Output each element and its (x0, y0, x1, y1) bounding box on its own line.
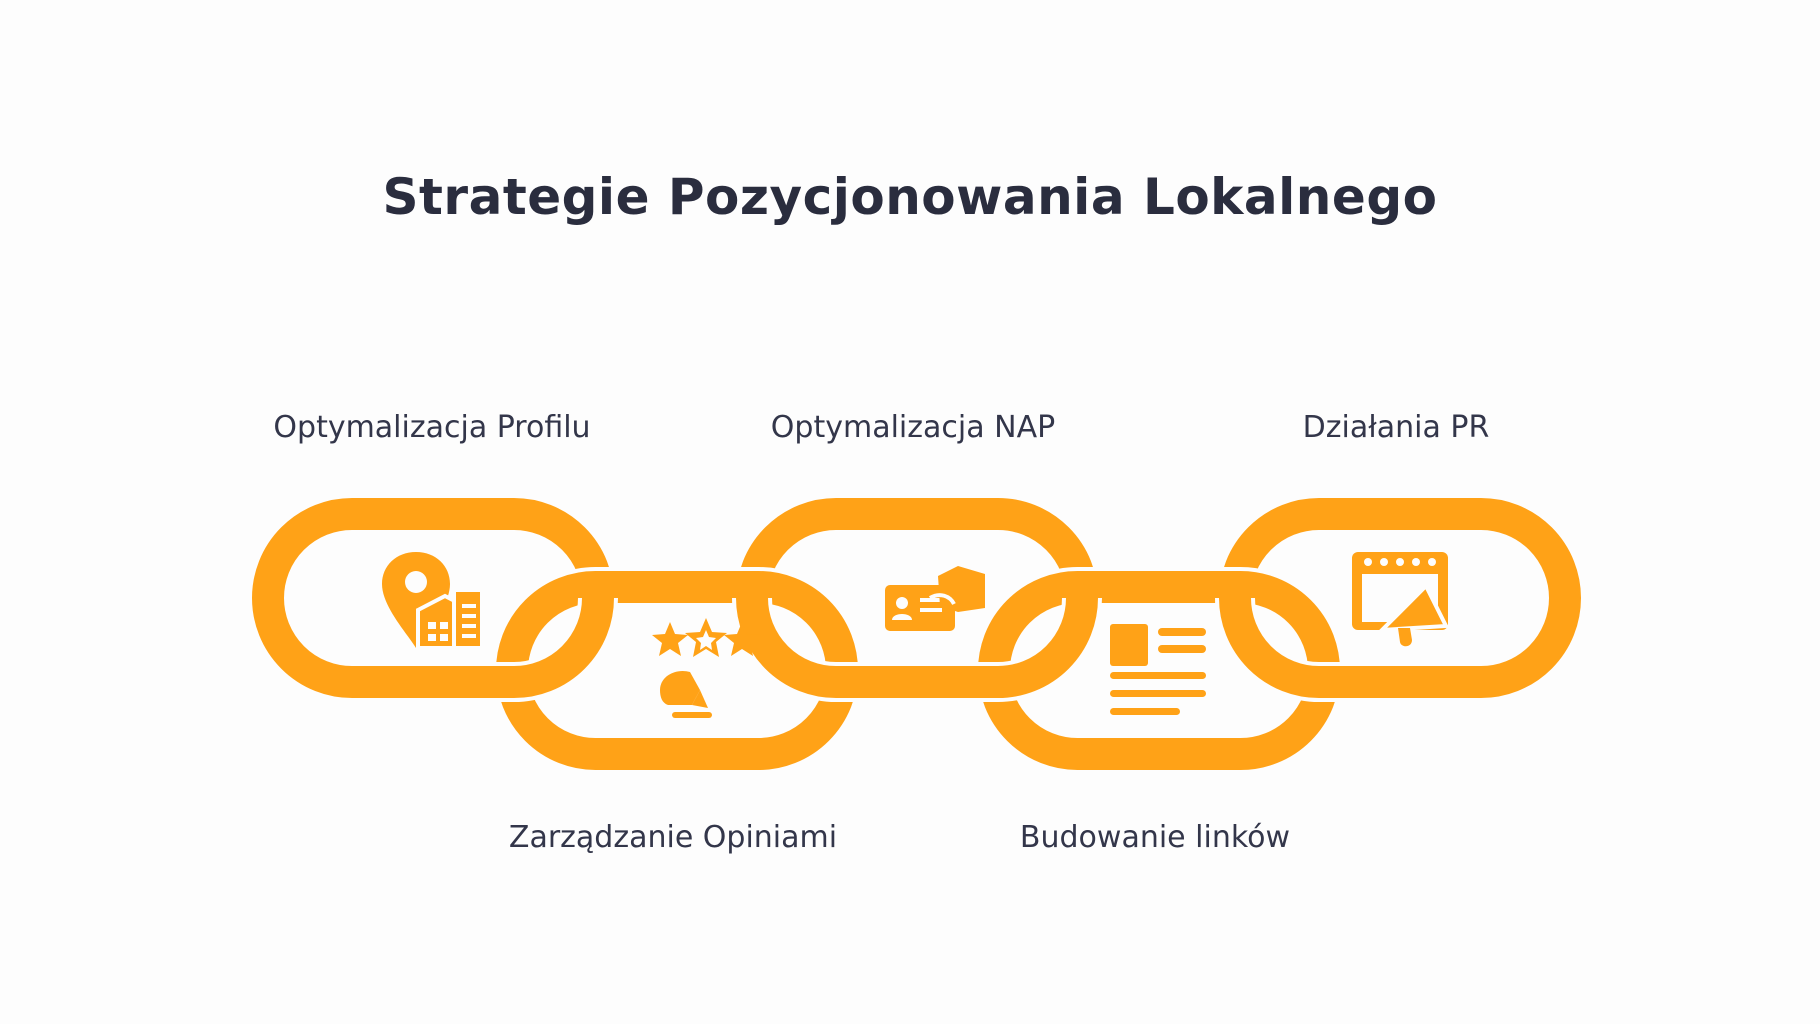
step-label-reviews: Zarządzanie Opiniami (508, 820, 838, 855)
stars-review-icon (652, 618, 760, 718)
pr-megaphone-icon (1352, 552, 1450, 647)
step-label-pr: Działania PR (1302, 410, 1490, 445)
step-label-nap: Optymalizacja NAP (770, 410, 1056, 445)
location-building-icon (382, 552, 484, 650)
article-document-icon (1110, 624, 1206, 715)
contact-card-icon (885, 566, 985, 631)
step-label-profile: Optymalizacja Profilu (273, 410, 591, 445)
step-label-links: Budowanie linków (1019, 820, 1291, 855)
diagram-title: Strategie Pozycjonowania Lokalnego (382, 168, 1438, 226)
